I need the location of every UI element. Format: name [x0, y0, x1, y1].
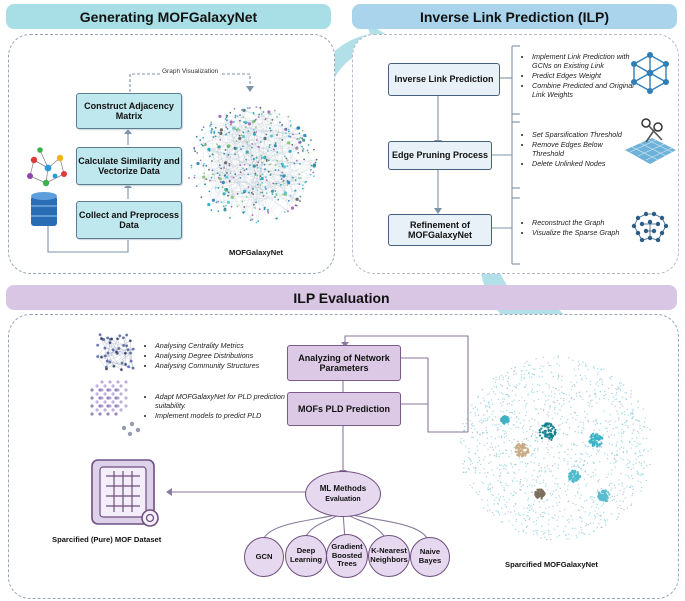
ml-methods-title: ML Methods [319, 483, 367, 493]
pld-list: Adapt MOFGalaxyNet for PLD prediction su… [145, 392, 285, 421]
inverse-link-prediction-box: Inverse Link Prediction [388, 63, 500, 96]
list-item: Predict Edges Weight [532, 71, 638, 80]
refinement-box: Refinement of MOFGalaxyNet [388, 214, 492, 246]
ml-methods-subtitle: Evaluation [325, 496, 361, 504]
pld-prediction-box: MOFs PLD Prediction [287, 392, 401, 426]
method-knn: K-Nearest Neighbors [368, 535, 410, 577]
list-item: Adapt MOFGalaxyNet for PLD prediction su… [155, 392, 285, 410]
dataset-caption: Sparcified (Pure) MOF Dataset [52, 535, 162, 544]
small-graph-icon [96, 333, 135, 372]
ilp-list-2: Set Sparsification Threshold Remove Edge… [522, 130, 632, 169]
header-ilp: Inverse Link Prediction (ILP) [352, 4, 677, 29]
construct-adjacency-box: Construct Adjacency Matrix [76, 93, 182, 129]
method-gcn: GCN [244, 537, 284, 577]
list-item: Implement Link Prediction with GCNs on E… [532, 52, 638, 70]
mof-dataset-icon [91, 459, 159, 527]
list-item: Set Sparsification Threshold [532, 130, 632, 139]
network-analysis-list: Analysing Centrality Metrics Analysing D… [145, 341, 295, 371]
list-item: Reconstruct the Graph [532, 218, 642, 227]
list-item: Remove Edges Below Threshold [532, 140, 632, 158]
ilp-list-1: Implement Link Prediction with GCNs on E… [522, 52, 638, 100]
method-naive-bayes: Naive Bayes [410, 537, 450, 577]
collect-preprocess-box: Collect and Preprocess Data [76, 201, 182, 239]
list-item: Implement models to predict PLD [155, 411, 285, 420]
method-deep-learning: Deep Learning [285, 535, 327, 577]
list-item: Analysing Community Structures [155, 361, 295, 370]
scissors-icon [625, 118, 676, 164]
graph-visualization-label: Graph Visualization [160, 68, 221, 75]
list-item: Delete Unlinked Nodes [532, 159, 632, 168]
ilp-list-3: Reconstruct the Graph Visualize the Spar… [522, 218, 642, 238]
header-evaluation: ILP Evaluation [6, 285, 677, 310]
list-item: Analysing Degree Distributions [155, 351, 295, 360]
sparse-caption: Sparcified MOFGalaxyNet [505, 560, 598, 569]
edge-pruning-box: Edge Pruning Process [388, 141, 492, 170]
header-generating: Generating MOFGalaxyNet [6, 4, 331, 29]
list-item: Analysing Centrality Metrics [155, 341, 295, 350]
mof-crystal-icon [90, 380, 141, 437]
calculate-similarity-box: Calculate Similarity and Vectorize Data [76, 147, 182, 185]
method-gradient-boosted-trees: Gradient Boosted Trees [326, 534, 368, 578]
list-item: Combine Predicted and Original Link Weig… [532, 81, 638, 99]
mofgalaxynet-caption: MOFGalaxyNet [229, 248, 284, 257]
analyzing-network-box: Analyzing of Network Parameters [287, 345, 401, 381]
list-item: Visualize the Sparse Graph [532, 228, 642, 237]
ml-methods-circle: ML Methods Evaluation [305, 471, 381, 517]
